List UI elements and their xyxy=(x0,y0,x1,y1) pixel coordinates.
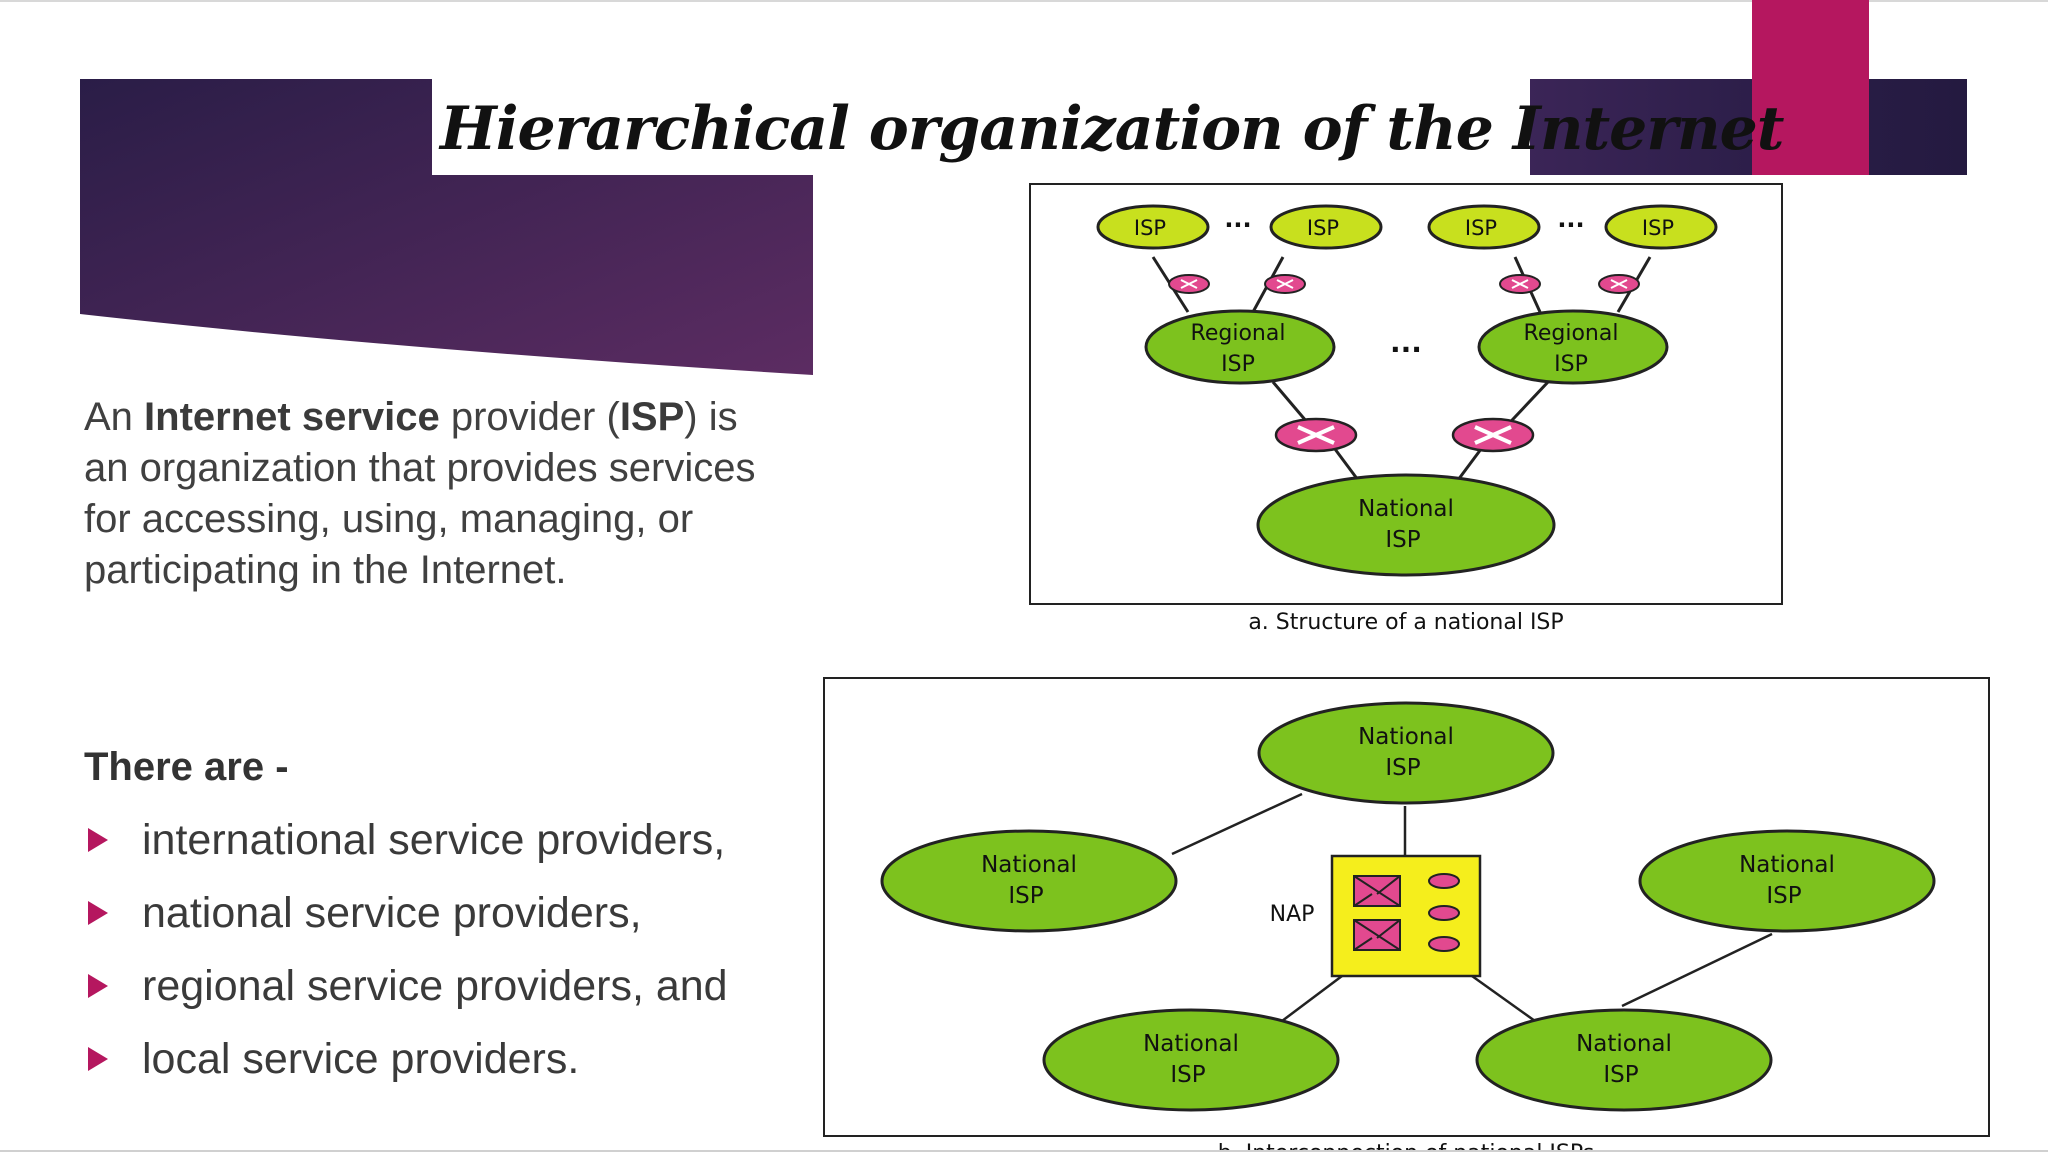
title-banner-shape xyxy=(80,79,813,375)
svg-text:ISP: ISP xyxy=(1134,216,1166,240)
figure-a-caption: a. Structure of a national ISP xyxy=(1248,610,1563,635)
bottom-border xyxy=(0,1150,2048,1152)
list-item-text: regional service providers, and xyxy=(142,962,728,1010)
isp-node: ISP xyxy=(1096,204,1210,250)
svg-text:ISP: ISP xyxy=(1385,527,1420,553)
ellipsis-dots: ... xyxy=(1557,205,1584,233)
there-are-heading: There are - xyxy=(84,745,289,789)
svg-text:National: National xyxy=(1739,852,1835,878)
bullet-arrow-icon xyxy=(88,828,108,852)
bullet-arrow-icon xyxy=(88,1047,108,1071)
list-item-text: local service providers. xyxy=(142,1035,580,1083)
ellipsis-dots: ... xyxy=(1224,205,1251,233)
title-box: Hierarchical organization of the Interne… xyxy=(432,79,1784,175)
nap-box xyxy=(1330,854,1482,978)
svg-text:ISP: ISP xyxy=(1465,216,1497,240)
intro-text-3: ) is an organization that provides servi… xyxy=(84,395,756,592)
intro-bold-2: ISP xyxy=(619,395,685,439)
intro-bold-1: Internet service xyxy=(144,395,440,439)
svg-text:ISP: ISP xyxy=(1766,883,1801,909)
svg-text:National: National xyxy=(1576,1031,1672,1057)
bullet-arrow-icon xyxy=(88,901,108,925)
top-border xyxy=(0,0,2048,2)
svg-text:National: National xyxy=(1143,1031,1239,1057)
nap-label: NAP xyxy=(1270,902,1315,927)
svg-text:ISP: ISP xyxy=(1221,352,1255,377)
router-icon xyxy=(1274,417,1358,453)
isp-node: ISP xyxy=(1604,204,1718,250)
isp-node: ISP xyxy=(1269,204,1383,250)
svg-text:Regional: Regional xyxy=(1191,321,1286,346)
intro-text-2: provider ( xyxy=(439,395,620,439)
slide-title: Hierarchical organization of the Interne… xyxy=(440,94,1784,164)
intro-text-1: An xyxy=(84,395,145,439)
svg-text:National: National xyxy=(981,852,1077,878)
accent-bar xyxy=(1752,0,1869,175)
isp-node: ISP xyxy=(1427,204,1541,250)
figure-b-links xyxy=(1171,792,1773,1037)
svg-text:ISP: ISP xyxy=(1642,216,1674,240)
router-icon xyxy=(1264,274,1306,294)
intro-paragraph: An Internet service provider (ISP) is an… xyxy=(84,392,784,596)
svg-text:ISP: ISP xyxy=(1554,352,1588,377)
figure-b-caption: b. Interconnection of national ISPs xyxy=(1218,1141,1594,1152)
svg-text:ISP: ISP xyxy=(1170,1062,1205,1088)
svg-text:ISP: ISP xyxy=(1385,755,1420,781)
title-bar-right xyxy=(1530,79,1967,175)
list-item-text: national service providers, xyxy=(142,889,642,937)
router-icon xyxy=(1598,274,1640,294)
svg-text:Regional: Regional xyxy=(1524,321,1619,346)
ellipsis-dots: ... xyxy=(1390,326,1422,359)
router-icon xyxy=(1499,274,1541,294)
router-icon xyxy=(1168,274,1210,294)
router-icon xyxy=(1451,417,1535,453)
list-item-text: international service providers, xyxy=(142,816,726,864)
svg-text:ISP: ISP xyxy=(1307,216,1339,240)
bullet-arrow-icon xyxy=(88,974,108,998)
svg-text:National: National xyxy=(1358,496,1454,522)
svg-text:ISP: ISP xyxy=(1603,1062,1638,1088)
svg-text:ISP: ISP xyxy=(1008,883,1043,909)
svg-text:National: National xyxy=(1358,724,1454,750)
